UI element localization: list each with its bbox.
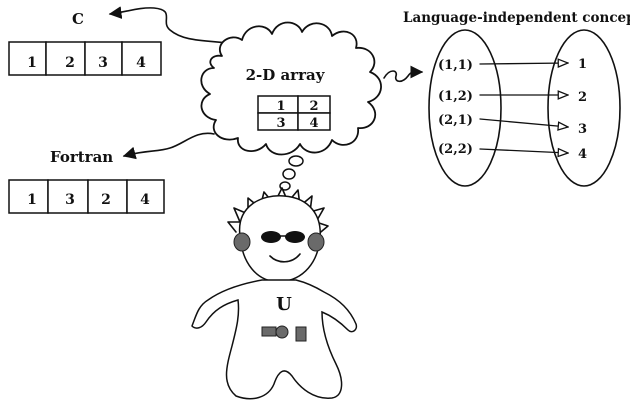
arrow-to-fortran [122, 132, 215, 160]
fortran-array-value: 1 [27, 192, 37, 208]
c-array-cell [84, 41, 123, 76]
thought-cloud [200, 21, 382, 156]
concept-title: Language-independent concept [403, 10, 630, 26]
fortran-array-cell [87, 179, 128, 214]
index-label: (2,1) [438, 113, 473, 128]
grid-value: 2 [309, 99, 318, 114]
cloud-title: 2-D array [246, 66, 326, 84]
thought-bubble [282, 168, 296, 180]
c-array-cell [45, 41, 86, 76]
left-ear [233, 232, 251, 252]
c-array-value: 3 [98, 55, 108, 71]
grid-2d: 1 2 3 4 [257, 95, 331, 131]
c-array-value: 2 [65, 55, 75, 71]
fortran-label: Fortran [50, 148, 113, 166]
thinker-figure: U [191, 187, 358, 400]
body [191, 279, 358, 400]
fortran-array-value: 4 [140, 192, 150, 208]
fortran-array-value: 2 [101, 192, 111, 208]
c-array-cell [121, 41, 162, 76]
index-label: (2,2) [438, 142, 473, 157]
arrow-to-c [108, 6, 237, 45]
index-label: (1,1) [438, 58, 473, 73]
value-set-oval [547, 29, 621, 187]
index-set-oval [428, 29, 502, 187]
belt-buckle [275, 325, 289, 339]
fortran-array: 1 3 2 4 [8, 179, 165, 214]
c-label: C [72, 10, 84, 28]
arrow-to-concept [383, 65, 424, 83]
value-label: 1 [578, 57, 587, 72]
grid-value: 4 [309, 116, 318, 131]
value-label: 3 [578, 122, 587, 137]
right-lens [285, 231, 305, 243]
right-ear [307, 232, 325, 252]
fortran-array-cell [47, 179, 89, 214]
value-label: 2 [578, 90, 587, 105]
c-array-cell [8, 41, 47, 76]
c-array: 1 2 3 4 [8, 41, 162, 76]
mapping-arrow [479, 118, 568, 127]
c-array-value: 1 [27, 55, 37, 71]
left-lens [261, 231, 281, 243]
fortran-array-cell [8, 179, 49, 214]
fortran-array-cell [126, 179, 165, 214]
hair [227, 187, 329, 237]
belt-left [261, 326, 277, 337]
value-label: 4 [578, 147, 587, 162]
grid-cell [297, 112, 331, 131]
grid-value: 3 [276, 116, 285, 131]
fortran-array-value: 3 [65, 192, 75, 208]
mapping-arrows [479, 63, 568, 153]
thought-bubble [288, 155, 304, 167]
mapping-arrow [479, 63, 568, 64]
belt-right [295, 326, 307, 342]
mapping-arrow [479, 149, 568, 153]
grid-value: 1 [276, 99, 285, 114]
index-label: (1,2) [438, 89, 473, 104]
c-array-value: 4 [136, 55, 146, 71]
smile [269, 253, 301, 263]
emblem-letter: U [276, 294, 292, 315]
